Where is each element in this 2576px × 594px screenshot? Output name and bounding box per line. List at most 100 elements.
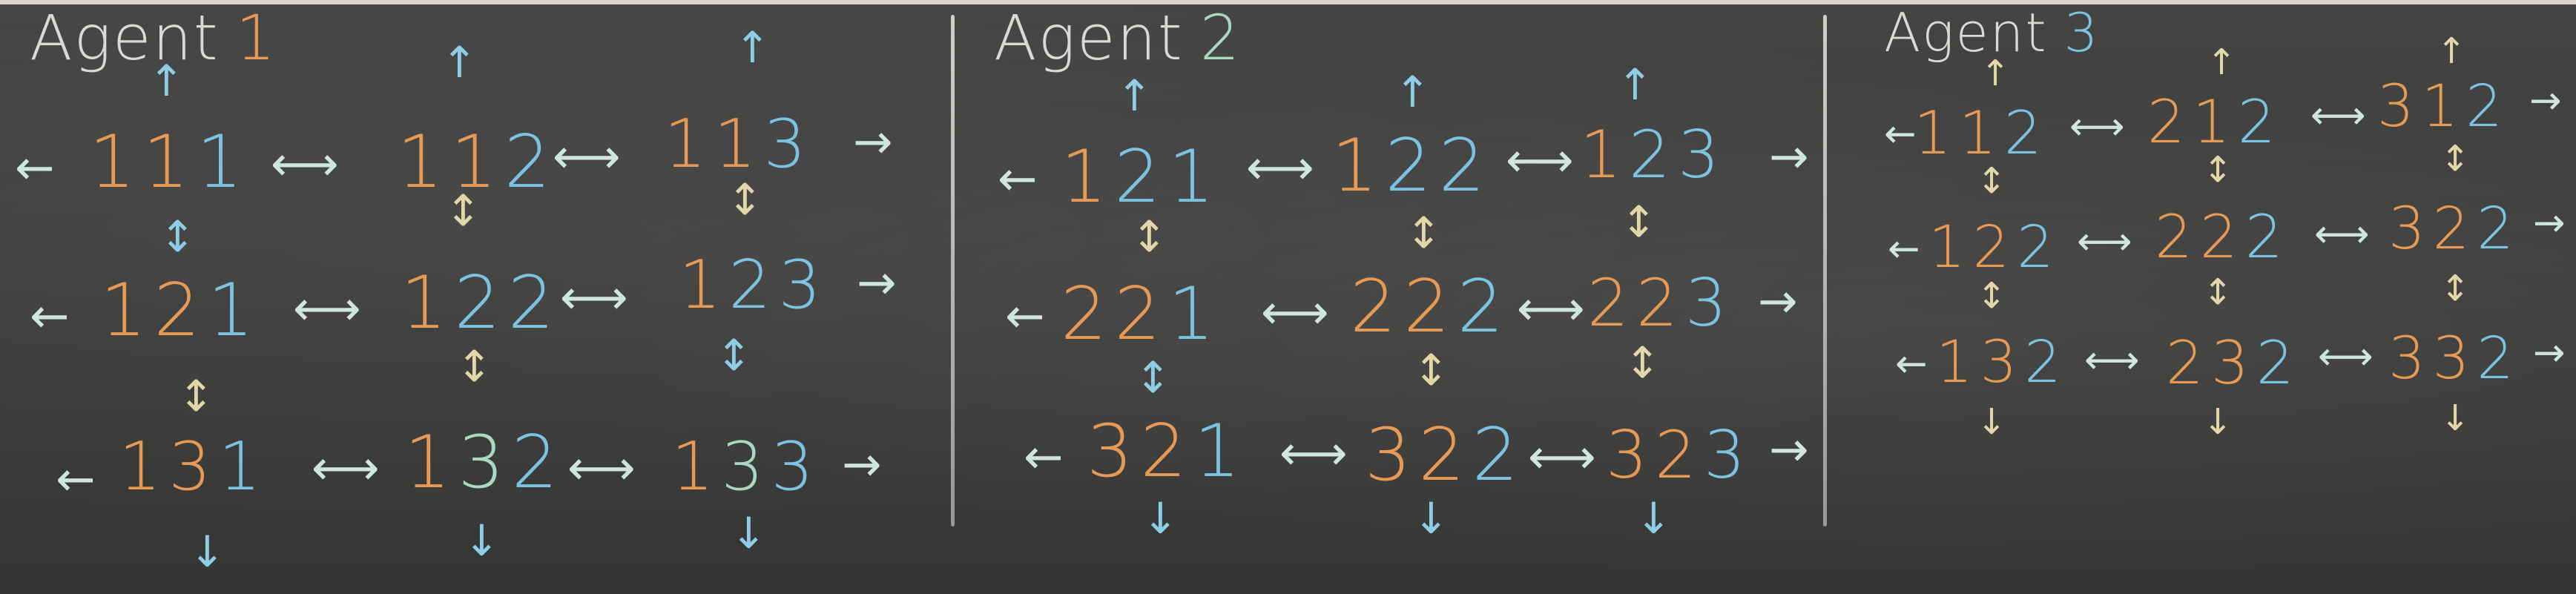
updown-arrow-icon: ↕ [716,330,752,380]
digit: 2 [1587,265,1629,341]
updown-arrow-icon: ↕ [2440,138,2471,179]
digit: 2 [1438,124,1486,208]
updown-arrow-icon: ↕ [1977,275,2007,317]
digit: 2 [1655,417,1696,493]
double-arrow-icon: ⟷ [293,282,361,337]
digit: 2 [2199,202,2238,271]
digit: 1 [218,428,261,506]
digit: 2 [1472,413,1519,498]
digit: 3 [721,428,764,506]
arrow-up-icon: ↑ [1617,59,1653,110]
digit: 2 [1972,214,2010,281]
arrow-down-icon: ↓ [1413,493,1449,544]
double-arrow-icon: ⟷ [2318,334,2374,379]
arrow-down-icon: ↓ [731,508,767,558]
arrow-right-icon: → [2533,331,2566,375]
digit: 3 [1980,329,2017,396]
digit: 1 [450,120,497,205]
updown-arrow-icon: ↕ [2440,268,2471,309]
digit: 1 [1167,135,1215,220]
digit: 1 [1061,135,1107,220]
digit: 3 [771,428,814,506]
digit: 3 [763,105,806,183]
digit: 1 [1958,99,1997,168]
title-agent-1-number: 1 [235,1,277,74]
digit: 1 [1914,99,1951,168]
double-arrow-icon: ⟷ [553,130,621,185]
arrow-down-icon: ↓ [464,515,500,566]
updown-arrow-icon: ↕ [1135,352,1171,403]
double-arrow-icon: ⟷ [2314,212,2370,257]
updown-arrow-icon: ↕ [456,341,493,392]
digit: 3 [458,420,504,505]
digit: 1 [89,120,136,205]
digit: 2 [2155,202,2193,271]
digit: 2 [154,268,200,353]
updown-arrow-icon: ↕ [1977,160,2007,202]
arrow-left-icon: ← [1884,112,1917,156]
double-arrow-icon: ⟷ [1279,426,1348,481]
digit: 2 [1457,265,1504,349]
arrow-down-icon: ↓ [1977,401,2007,443]
digit: 2 [1140,409,1187,494]
arrow-right-icon: → [857,256,897,311]
digit: 2 [1061,272,1107,357]
digit: 2 [454,261,501,346]
digit: 3 [2388,326,2425,392]
digit: 1 [1580,116,1621,193]
arrow-up-icon: ↑ [1116,70,1153,121]
updown-arrow-icon: ↕ [1413,345,1449,395]
arrow-down-icon: ↓ [189,527,225,577]
digit: 2 [2166,329,2204,397]
digit: 1 [100,268,147,353]
arrow-right-icon: → [1769,130,1809,185]
digit: 3 [2210,329,2249,397]
arrow-down-icon: ↓ [2440,397,2471,439]
updown-arrow-icon: ↕ [1131,211,1167,262]
digit: 1 [1167,272,1215,357]
title-agent-1-text: Agent [30,1,220,74]
digit: 3 [2432,326,2470,392]
digit: 1 [671,428,714,506]
arrow-right-icon: → [2533,201,2566,245]
digit: 1 [196,120,243,205]
digit: 2 [2432,196,2470,263]
digit: 3 [1678,116,1719,193]
digit: 1 [1936,329,1973,396]
digit: 2 [1350,265,1397,349]
digit: 1 [397,120,444,205]
digit: 1 [207,268,254,353]
arrow-right-icon: → [2529,79,2562,123]
digit: 1 [1193,409,1241,494]
arrow-right-icon: → [853,115,893,170]
arrow-up-icon: ↑ [148,56,185,106]
digit: 2 [728,246,771,324]
double-arrow-icon: ⟷ [2077,220,2132,264]
digit: 2 [1385,124,1432,208]
digit: 1 [1331,124,1378,208]
arrow-up-icon: ↑ [2437,30,2467,72]
arrow-left-icon: ← [1005,289,1045,344]
divider-line-1 [951,15,955,527]
board-top-edge [0,0,2576,4]
digit: 1 [679,246,722,324]
digit: 2 [511,420,559,505]
digit: 3 [2388,196,2425,263]
